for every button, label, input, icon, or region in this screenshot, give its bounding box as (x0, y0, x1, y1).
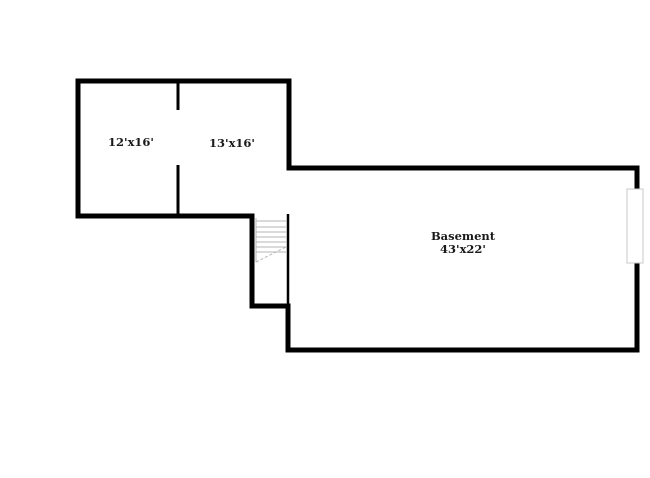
window-icon (626, 188, 644, 264)
room-label-b: 13'x16' (209, 137, 255, 150)
basement-name: Basement (430, 229, 496, 243)
walls (75, 78, 640, 353)
room-a-dimensions: 12'x16' (108, 135, 154, 149)
stairs-icon (255, 218, 287, 263)
room-label-a: 12'x16' (108, 136, 154, 149)
basement-dimensions: 43'x22' (440, 242, 486, 256)
room-label-basement: Basement 43'x22' (431, 230, 495, 256)
room-b-dimensions: 13'x16' (209, 136, 255, 150)
